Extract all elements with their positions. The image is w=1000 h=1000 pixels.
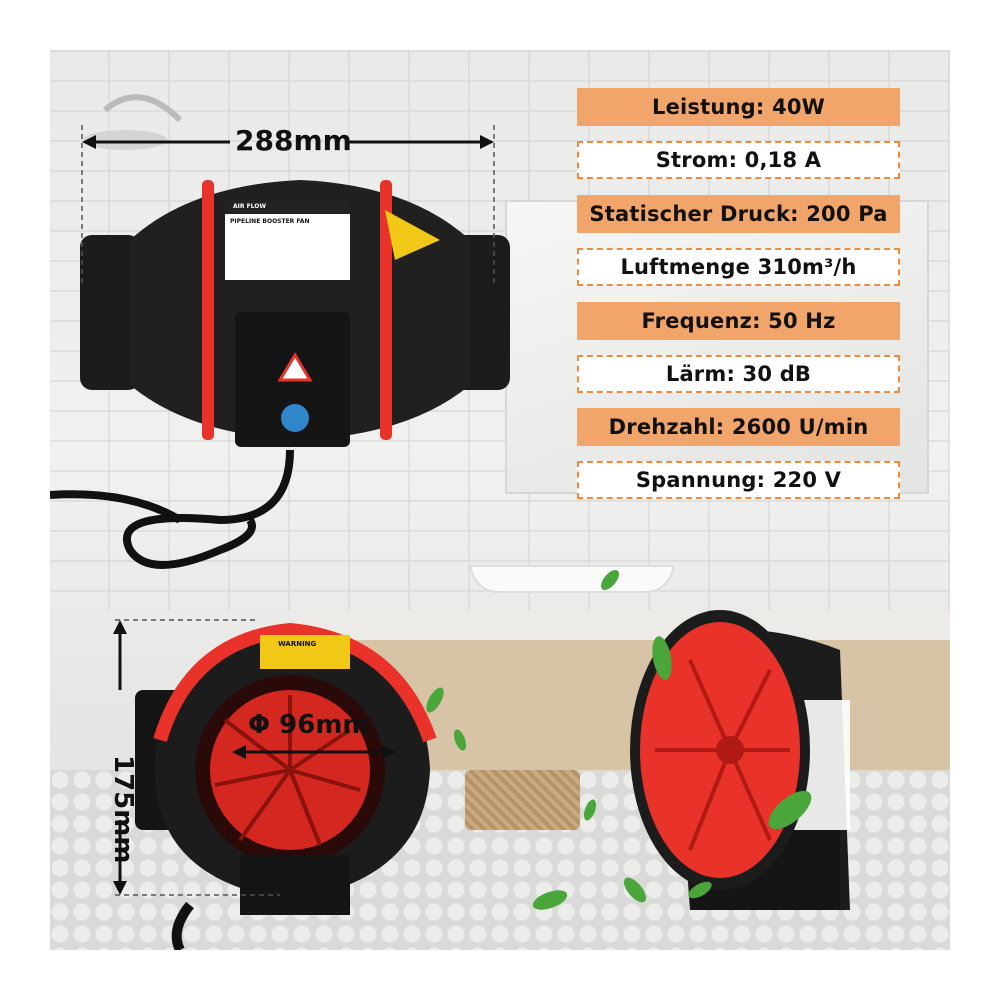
warning-label: WARNING [278, 640, 317, 648]
vanity-counter [300, 610, 950, 640]
laundry-basket [465, 770, 580, 830]
spec-noise: Lärm: 30 dB [577, 355, 900, 393]
shower-head-illustration [83, 94, 183, 150]
diameter-dimension-label: Φ 96mm [248, 710, 370, 740]
spec-airflow: Luftmenge 310m³/h [577, 248, 900, 286]
inline-fan-side-view [50, 180, 510, 569]
inline-fan-front-view [113, 619, 437, 950]
spec-frequency: Frequenz: 50 Hz [577, 302, 900, 340]
spec-speed: Drehzahl: 2600 U/min [577, 408, 900, 446]
decorative-leaves [426, 570, 812, 910]
model-label: PIPELINE BOOSTER FAN [230, 218, 310, 225]
spec-current: Strom: 0,18 A [577, 141, 900, 179]
length-dimension-line [81, 125, 495, 285]
length-dimension-label: 288mm [235, 124, 352, 157]
spec-static-pressure: Statischer Druck: 200 Pa [577, 195, 900, 233]
spec-voltage: Spannung: 220 V [577, 461, 900, 499]
airflow-label: AIR FLOW [233, 203, 267, 210]
inline-fan-angled-view [630, 610, 850, 910]
product-image: AIR FLOW PIPELINE BOOSTER FAN 288mm [50, 50, 950, 950]
spec-power: Leistung: 40W [577, 88, 900, 126]
